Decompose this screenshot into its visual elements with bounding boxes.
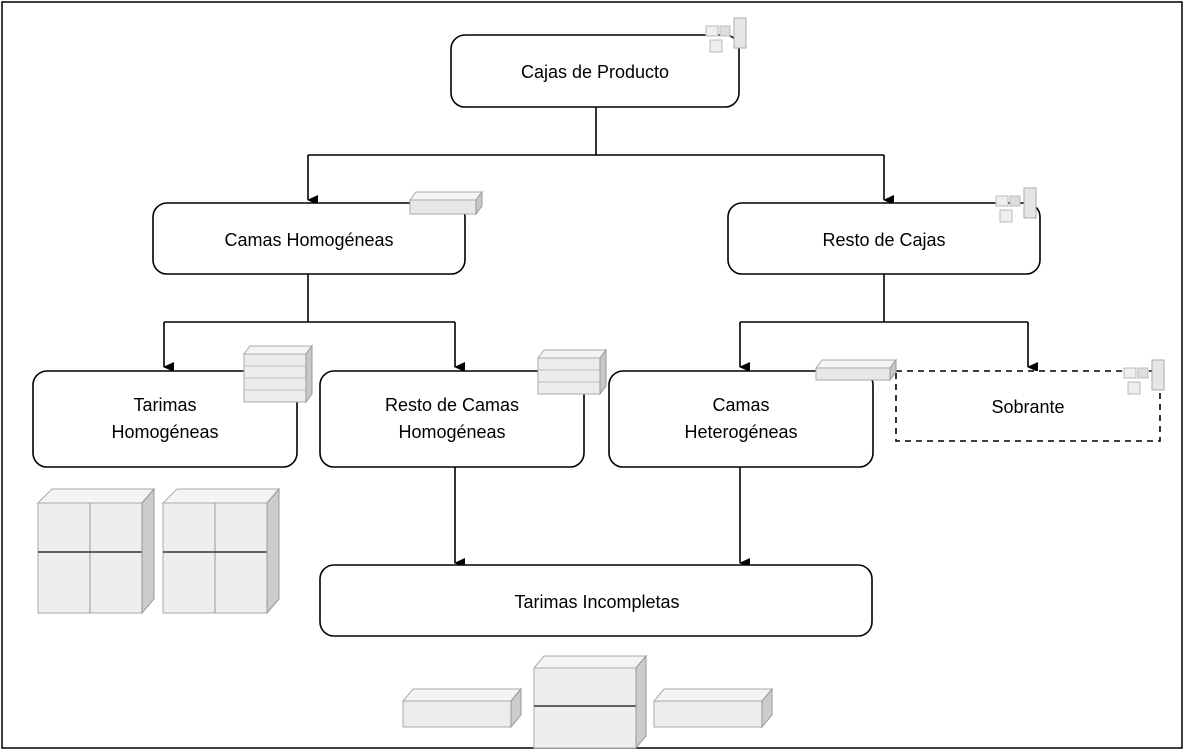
pallet-icon (161, 487, 281, 615)
node-camas-homogeneas: Camas Homogéneas (152, 202, 466, 275)
node-label-line2: Homogéneas (398, 422, 505, 442)
node-label: Camas Homogéneas (224, 230, 393, 250)
pallet-icon (36, 487, 156, 615)
node-label: Cajas de Producto (521, 62, 669, 82)
node-tarimas-homogeneas: Tarimas Homogéneas (32, 370, 298, 468)
node-label: Sobrante (991, 397, 1064, 417)
scattered-boxes-icon (1123, 359, 1165, 395)
layer-icon (401, 687, 523, 729)
node-label-line1: Camas (712, 395, 769, 415)
layer-icon (815, 358, 897, 382)
node-camas-heterogeneas: Camas Heterogéneas (608, 370, 874, 468)
node-label-line1: Tarimas (133, 395, 196, 415)
stacked-layers-icon (243, 344, 313, 404)
scattered-boxes-icon (705, 17, 747, 53)
layer-icon (409, 190, 483, 216)
node-resto-de-cajas: Resto de Cajas (727, 202, 1041, 275)
node-label-line1: Resto de Camas (385, 395, 519, 415)
connectors (163, 107, 1038, 568)
stacked-layers-icon (537, 348, 607, 396)
scattered-boxes-icon (995, 187, 1037, 223)
layer-icon (652, 687, 774, 729)
node-tarimas-incompletas: Tarimas Incompletas (319, 564, 873, 637)
node-sobrante: Sobrante (895, 370, 1161, 442)
node-label-line2: Heterogéneas (684, 422, 797, 442)
node-label: Tarimas Incompletas (514, 592, 679, 612)
node-resto-de-camas-homogeneas: Resto de Camas Homogéneas (319, 370, 585, 468)
node-label-line2: Homogéneas (111, 422, 218, 442)
node-label: Resto de Cajas (822, 230, 945, 250)
node-cajas-de-producto: Cajas de Producto (450, 34, 740, 108)
pallet-incomplete-icon (532, 654, 648, 750)
